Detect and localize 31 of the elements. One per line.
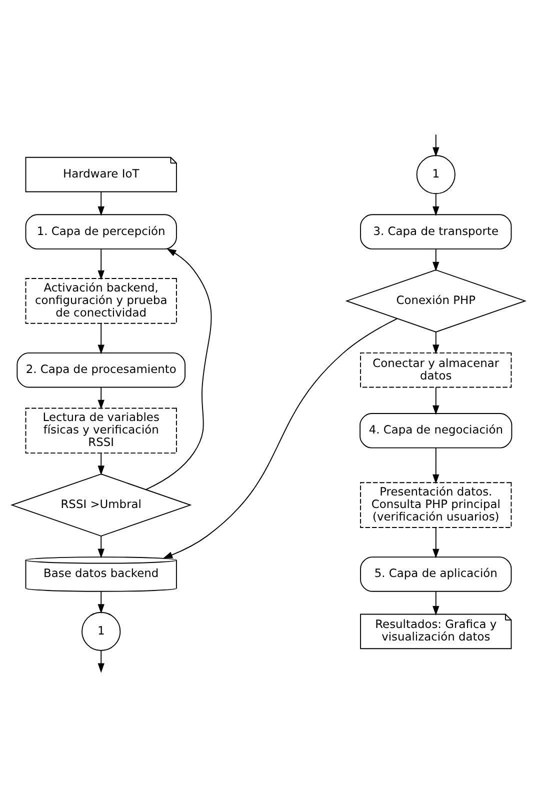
- arrow: [98, 386, 104, 409]
- arrow: [432, 386, 440, 414]
- arrow: [146, 248, 212, 490]
- node-circle: 1: [82, 611, 121, 650]
- arrow: [432, 331, 440, 354]
- node-box: Conectar y almacenar datos: [360, 352, 512, 388]
- arrow: [432, 526, 440, 558]
- arrow: [98, 322, 104, 354]
- arrow: [432, 248, 440, 271]
- node-box: Lectura de variables físicas y verificación RSSI: [25, 407, 177, 454]
- node-box: 3. Capa de transporte: [360, 214, 512, 249]
- arrow: [98, 248, 104, 280]
- arrow: [98, 650, 104, 672]
- arrow: [98, 190, 104, 216]
- node-box: Activación backend, configuración y prueba de conectividad: [25, 278, 177, 324]
- node-circle: 1: [416, 154, 456, 194]
- node-diamond: RSSI >Umbral: [10, 473, 192, 536]
- arrow: [163, 318, 398, 558]
- node-diamond: Conexión PHP: [345, 268, 527, 332]
- node-box: 5. Capa de aplicación: [360, 556, 512, 592]
- node-box: Presentación datos. Consulta PHP principal (verificación usuarios): [360, 482, 512, 528]
- arrow: [432, 447, 440, 484]
- arrow: [98, 452, 104, 475]
- node-box: 1. Capa de percepción: [25, 214, 177, 249]
- arrow: [98, 590, 104, 614]
- arrow: [432, 192, 440, 216]
- arrow: [98, 535, 104, 558]
- node-box: 4. Capa de negociación: [360, 412, 512, 448]
- arrow: [432, 134, 440, 156]
- node-box: 2. Capa de procesamiento: [16, 352, 186, 388]
- arrow: [432, 590, 440, 616]
